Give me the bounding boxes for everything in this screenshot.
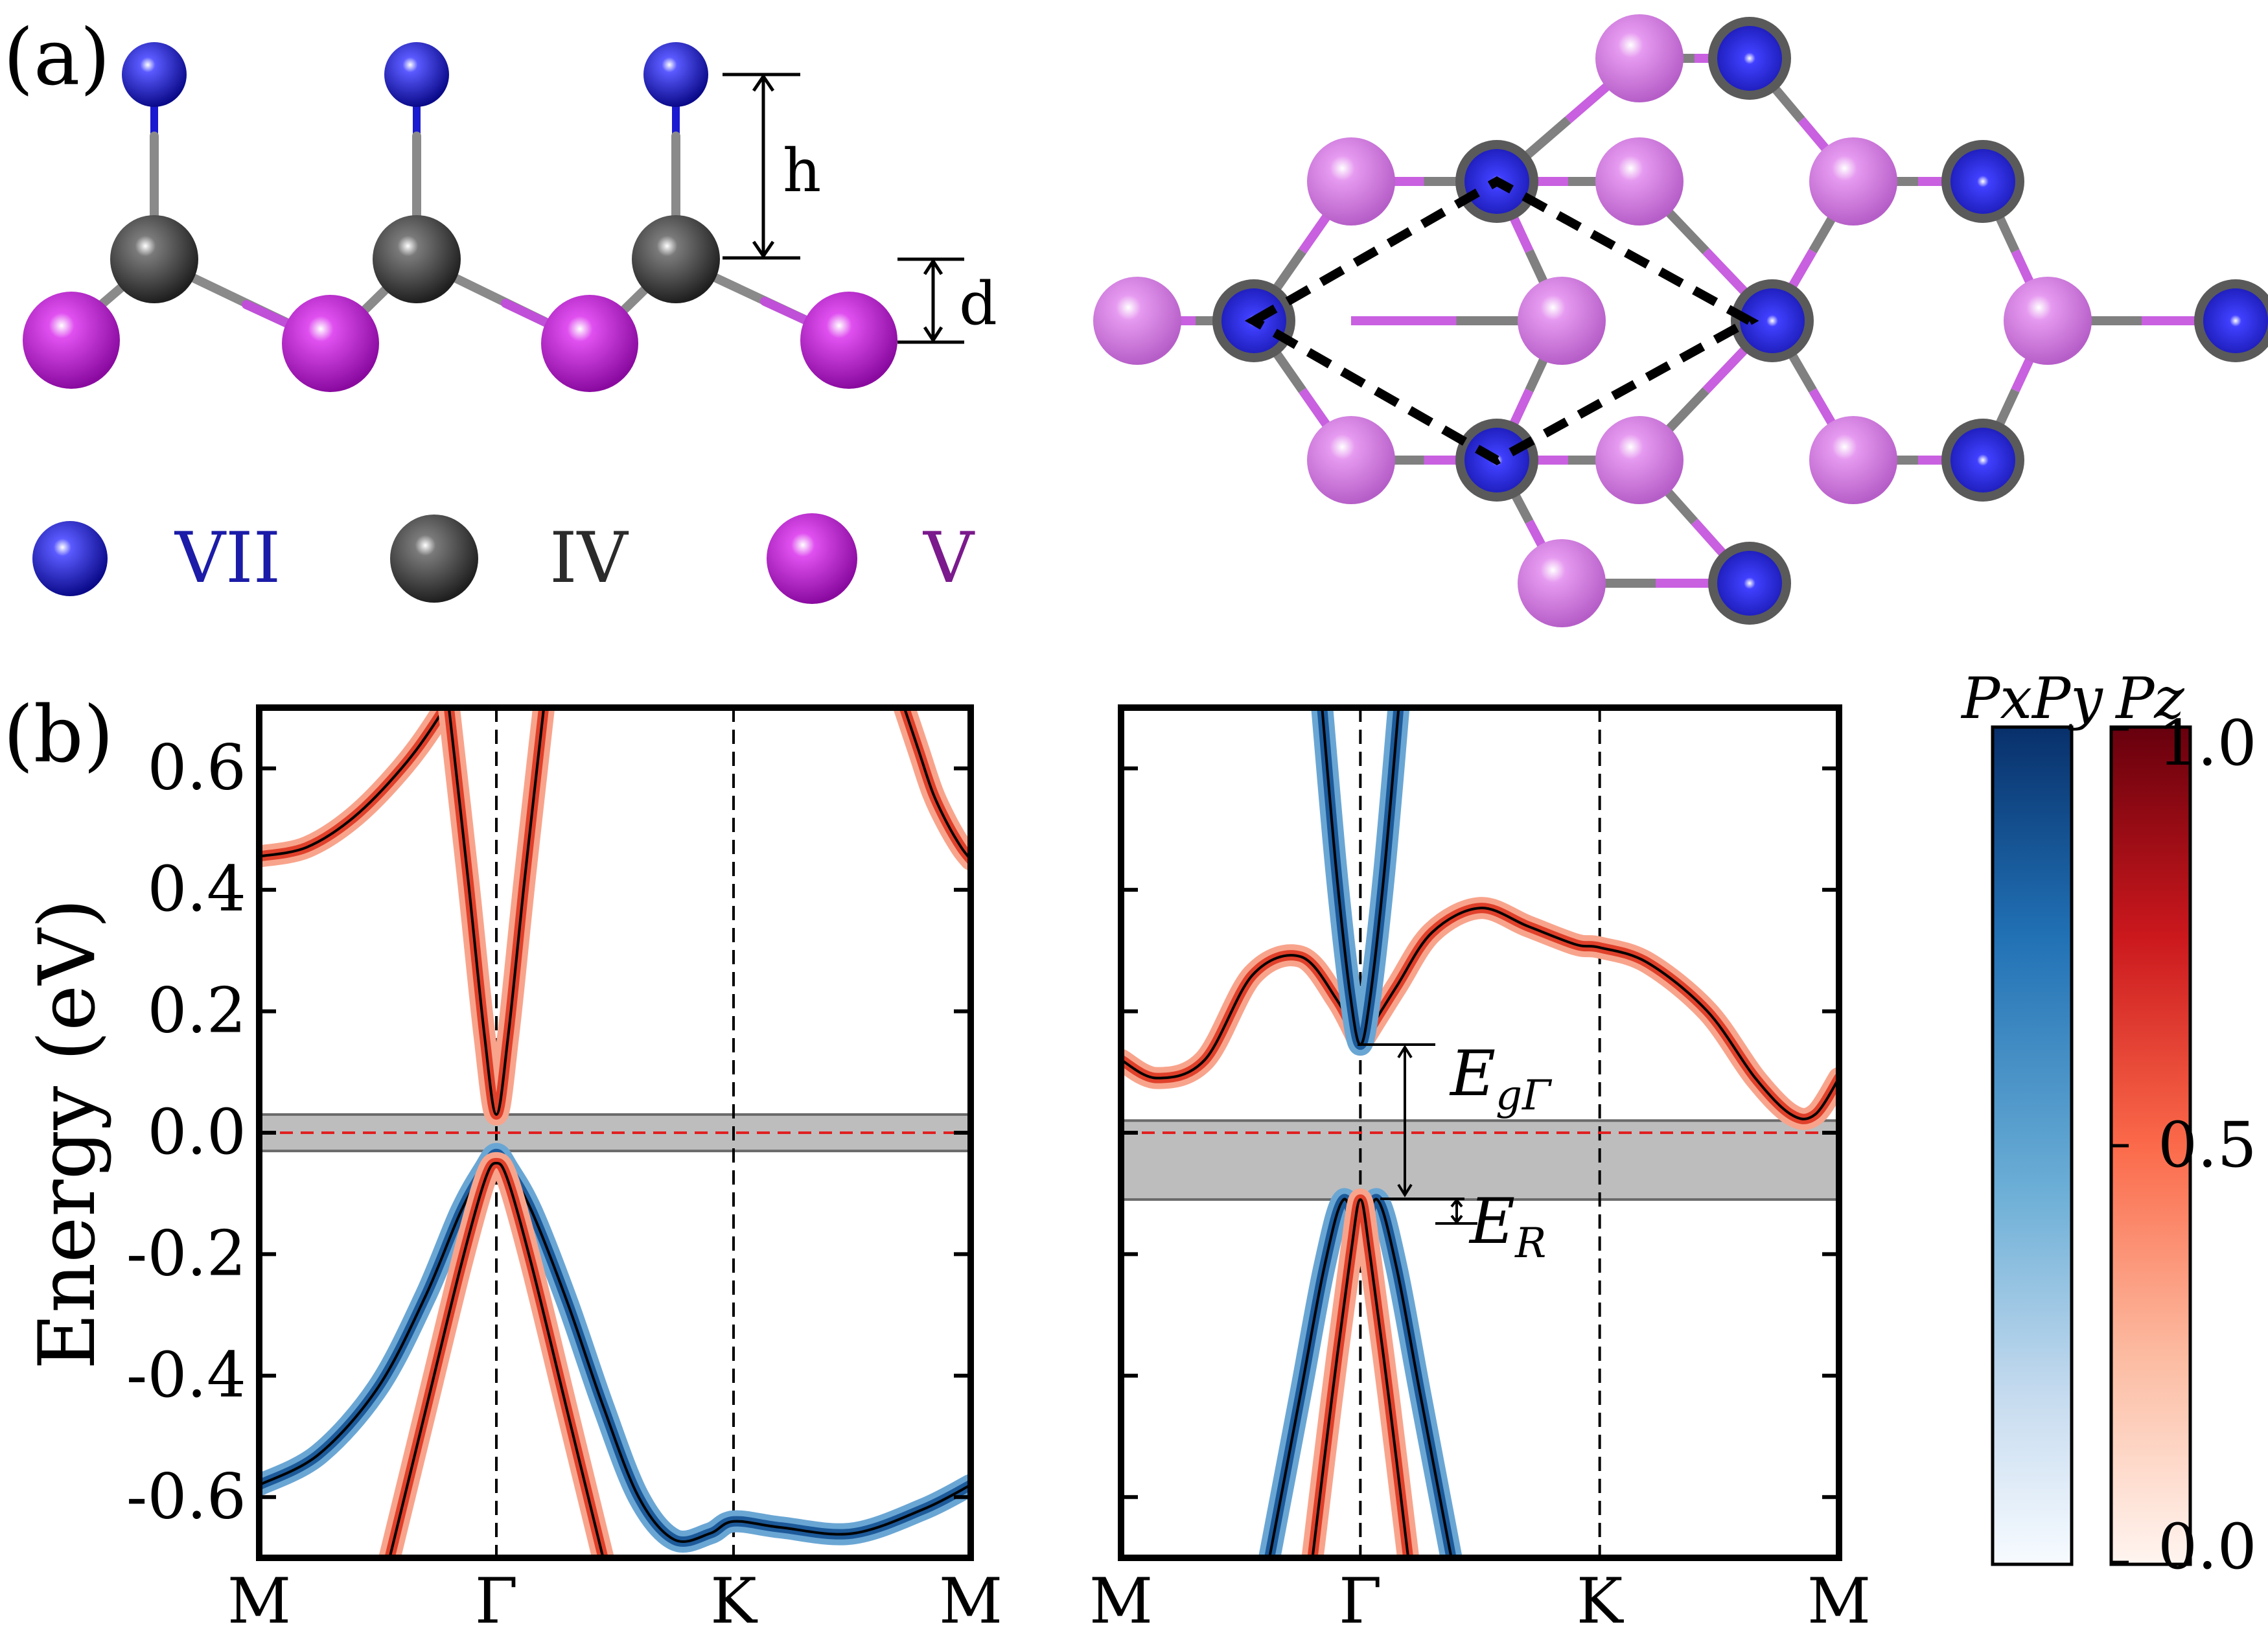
top-view-structure [1093, 14, 2268, 627]
band-line [388, 1161, 605, 1558]
gap-gamma-label: EgΓ [1449, 1037, 1553, 1120]
height-label: h [783, 136, 821, 205]
y-tick-label: -0.6 [126, 1460, 246, 1533]
band-line [1311, 1198, 1410, 1558]
y-tick-label: -0.4 [126, 1339, 246, 1411]
bands [1121, 708, 1839, 1558]
y-tick-label: -0.2 [126, 1217, 246, 1290]
band-line [259, 708, 446, 858]
band-projection [259, 1142, 971, 1553]
gap-rashba-label: ER [1468, 1185, 1546, 1268]
band-line [1121, 954, 1362, 1080]
x-tick-label: M [1089, 1565, 1153, 1633]
height-indicator [723, 73, 964, 344]
band-projection-core [259, 1148, 971, 1547]
x-tick-label: Γ [1339, 1565, 1382, 1633]
legend-atom-vii [32, 521, 108, 596]
y-tick-label: 0.4 [147, 853, 246, 925]
colorbar-pz-label: Pz [2114, 665, 2184, 732]
x-tick-label: Γ [475, 1565, 518, 1633]
colorbar-pz: Pz 1.0 0.5 0.0 [2109, 665, 2257, 1583]
colorbar-tick-05: 0.5 [2158, 1109, 2257, 1181]
y-tick-label: 0.2 [147, 975, 246, 1047]
band-line [259, 1152, 971, 1544]
x-tick-label: K [710, 1565, 758, 1633]
y-axis-label: Energy (eV) [23, 898, 113, 1369]
colorbar-tick-0: 0.0 [2158, 1511, 2257, 1583]
legend-atom-iv [390, 515, 478, 603]
x-tick-label: M [227, 1565, 291, 1633]
unit-cell-outline [1244, 176, 1759, 466]
gap-annotations [1358, 1043, 1477, 1225]
top-view-atoms-v [1093, 14, 2092, 627]
atom-legend: VII IV V [32, 513, 975, 604]
legend-label-iv: IV [550, 518, 629, 599]
colorbar-pxpy-label: PxPy [1960, 665, 2103, 732]
x-tick-label: K [1577, 1565, 1625, 1633]
panel-label-b: (b) [3, 690, 113, 780]
band-line [1359, 907, 1839, 1120]
band-line [903, 708, 971, 861]
x-tick-label: M [1807, 1565, 1871, 1633]
top-view-atoms-vii [1212, 17, 2268, 625]
band-line [447, 708, 546, 1116]
legend-atom-v [767, 513, 857, 604]
legend-label-vii: VII [174, 518, 281, 599]
panel-label-a: (a) [3, 13, 110, 103]
x-tick-label: M [939, 1565, 1002, 1633]
y-tick-label: 0.0 [147, 1096, 246, 1168]
band-plot-left: 0.6 0.4 0.2 0.0 -0.2 -0.4 -0.6M Γ K M [126, 704, 1002, 1633]
buckling-label: d [959, 269, 997, 338]
colorbar-pxpy: PxPy [1960, 665, 2103, 1566]
side-view-structure [23, 42, 897, 392]
y-tick-label: 0.6 [147, 732, 246, 804]
colorbar-tick-1: 1.0 [2158, 707, 2257, 780]
legend-label-v: V [922, 518, 975, 599]
bands [259, 708, 971, 1558]
